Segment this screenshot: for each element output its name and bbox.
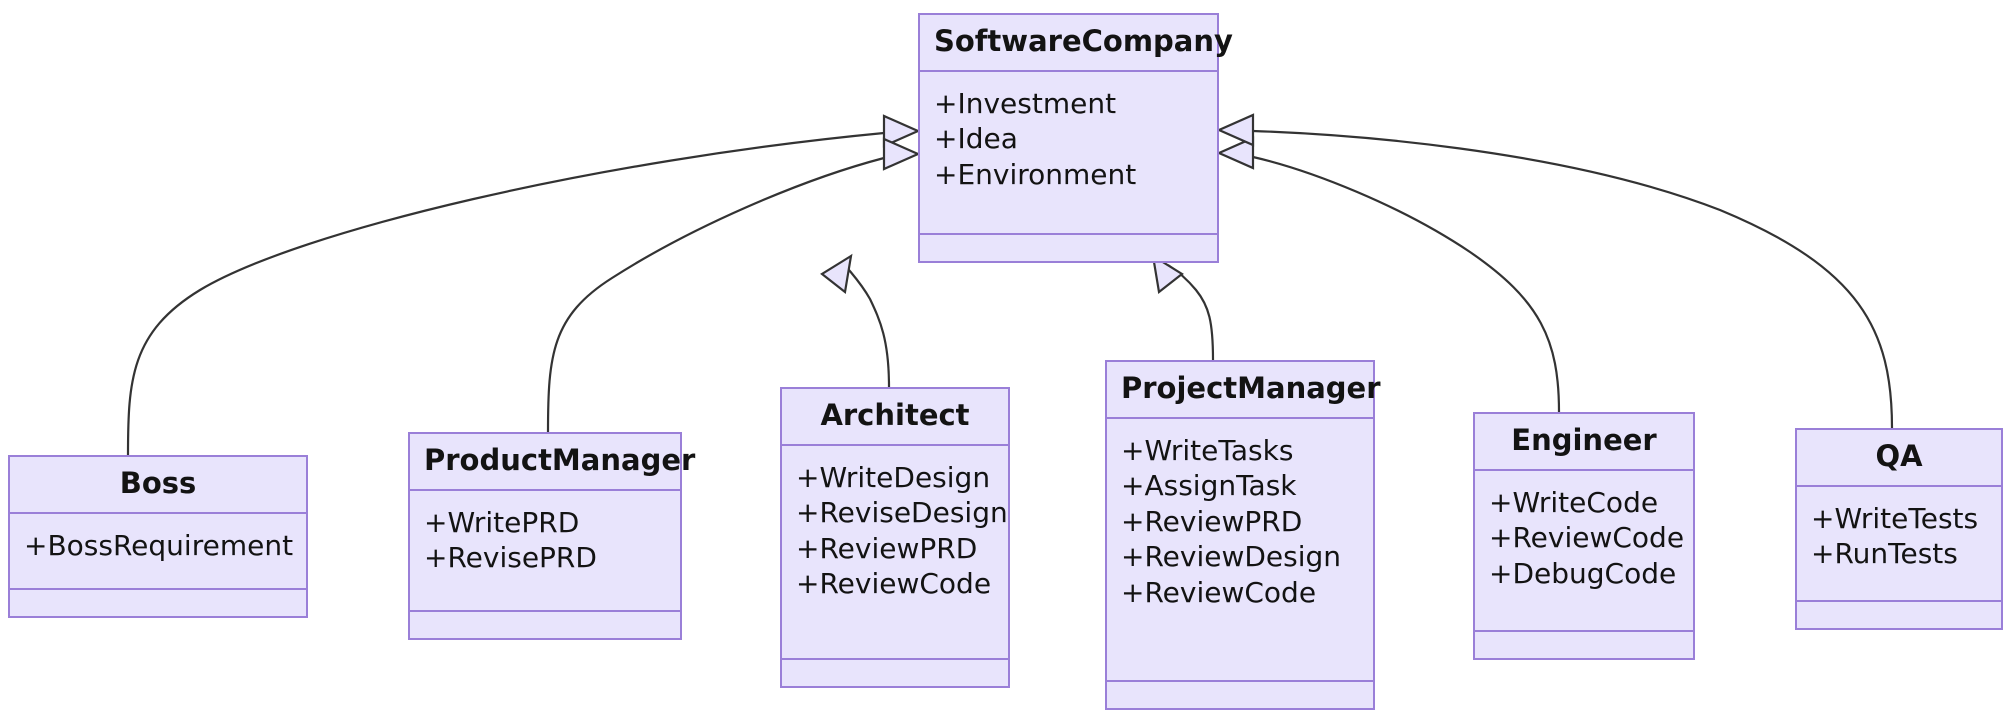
class-name-engineer: Engineer	[1511, 423, 1657, 457]
uml-class-architect[interactable]: Architect+WriteDesign+ReviseDesign+Revie…	[780, 387, 1010, 688]
class-methods-productmanager	[410, 612, 680, 638]
compartment-divider	[920, 70, 1217, 72]
class-member: +WriteTests	[1811, 502, 1979, 535]
inheritance-arrowhead-icon	[882, 114, 921, 148]
class-attributes-boss: +BossRequirement	[10, 514, 306, 588]
class-methods-boss	[10, 590, 306, 616]
class-methods-engineer	[1475, 632, 1693, 658]
class-member: +ReviewPRD	[1121, 504, 1303, 538]
class-member: +ReviewPRD	[796, 531, 978, 565]
class-member: +BossRequirement	[24, 529, 294, 562]
uml-class-qa[interactable]: QA +WriteTests+RunTests	[1795, 428, 2003, 630]
inheritance-arrowhead-icon	[882, 137, 921, 171]
class-attributes-engineer: +WriteCode+ReviewCode+DebugCode	[1475, 471, 1693, 630]
compartment-divider	[1797, 485, 2001, 487]
compartment-divider	[782, 444, 1008, 446]
class-member: +ReviseDesign	[796, 496, 1008, 530]
generalization-edge-boss	[126, 131, 885, 456]
compartment-divider	[10, 512, 306, 514]
class-member: +AssignTask	[1121, 469, 1297, 503]
compartment-divider	[1797, 600, 2001, 602]
class-name-boss: Boss	[119, 466, 197, 500]
class-member: +ReviewDesign	[1121, 540, 1342, 574]
compartment-divider	[1107, 680, 1373, 682]
class-methods-softwarecompany	[920, 235, 1217, 261]
uml-class-productmanager[interactable]: ProductManager +WritePRD+RevisePRD	[408, 432, 696, 640]
class-member: +RevisePRD	[424, 541, 597, 575]
inheritance-arrowhead-icon	[1216, 113, 1255, 147]
uml-class-engineer[interactable]: Engineer +WriteCode+ReviewCode+DebugCode	[1473, 412, 1695, 660]
compartment-divider	[10, 588, 306, 590]
class-member: +RunTests	[1811, 537, 1958, 571]
class-methods-architect	[782, 660, 1008, 686]
class-member: +WriteDesign	[796, 461, 991, 494]
compartment-divider	[920, 233, 1217, 235]
class-methods-projectmanager	[1107, 682, 1373, 708]
uml-class-projectmanager[interactable]: ProjectManager+WriteTasks+AssignTask+Rev…	[1105, 360, 1381, 710]
class-member: +ReviewCode	[796, 567, 992, 601]
uml-class-softwarecompany[interactable]: SoftwareCompany +Investment+Idea+Environm…	[918, 13, 1233, 263]
inheritance-arrowhead-icon	[1216, 136, 1255, 170]
class-attributes-projectmanager: +WriteTasks+AssignTask+ReviewPRD+ReviewD…	[1107, 419, 1373, 680]
compartment-divider	[782, 658, 1008, 660]
generalization-edge-projectmanager	[1167, 264, 1215, 361]
class-member: +WritePRD	[424, 506, 580, 539]
class-member: +Environment	[934, 157, 1137, 191]
class-attributes-productmanager: +WritePRD+RevisePRD	[410, 491, 680, 610]
class-name-qa: QA	[1875, 439, 1923, 473]
class-member: +WriteTasks	[1121, 434, 1294, 467]
generalization-edge-architect	[844, 264, 891, 388]
class-member: +Idea	[934, 122, 1018, 156]
class-methods-qa	[1797, 602, 2001, 628]
compartment-divider	[1475, 630, 1693, 632]
class-member: +ReviewCode	[1489, 521, 1685, 555]
class-member: +ReviewCode	[1121, 575, 1317, 609]
class-member: +Investment	[934, 87, 1117, 120]
compartment-divider	[410, 489, 680, 491]
compartment-divider	[1475, 469, 1693, 471]
class-member: +WriteCode	[1489, 486, 1659, 519]
class-name-architect: Architect	[820, 398, 970, 432]
class-name-softwarecompany: SoftwareCompany	[934, 24, 1233, 58]
class-attributes-architect: +WriteDesign+ReviseDesign+ReviewPRD+Revi…	[782, 446, 1008, 658]
class-attributes-qa: +WriteTests+RunTests	[1797, 487, 2001, 600]
inheritance-arrowhead-icon	[820, 253, 853, 295]
class-attributes-softwarecompany: +Investment+Idea+Environment	[920, 72, 1217, 233]
uml-class-boss[interactable]: Boss +BossRequirement	[8, 455, 308, 618]
class-member: +DebugCode	[1489, 556, 1677, 590]
compartment-divider	[1107, 417, 1373, 419]
compartment-divider	[410, 610, 680, 612]
class-name-productmanager: ProductManager	[424, 443, 696, 477]
class-name-projectmanager: ProjectManager	[1121, 371, 1381, 405]
